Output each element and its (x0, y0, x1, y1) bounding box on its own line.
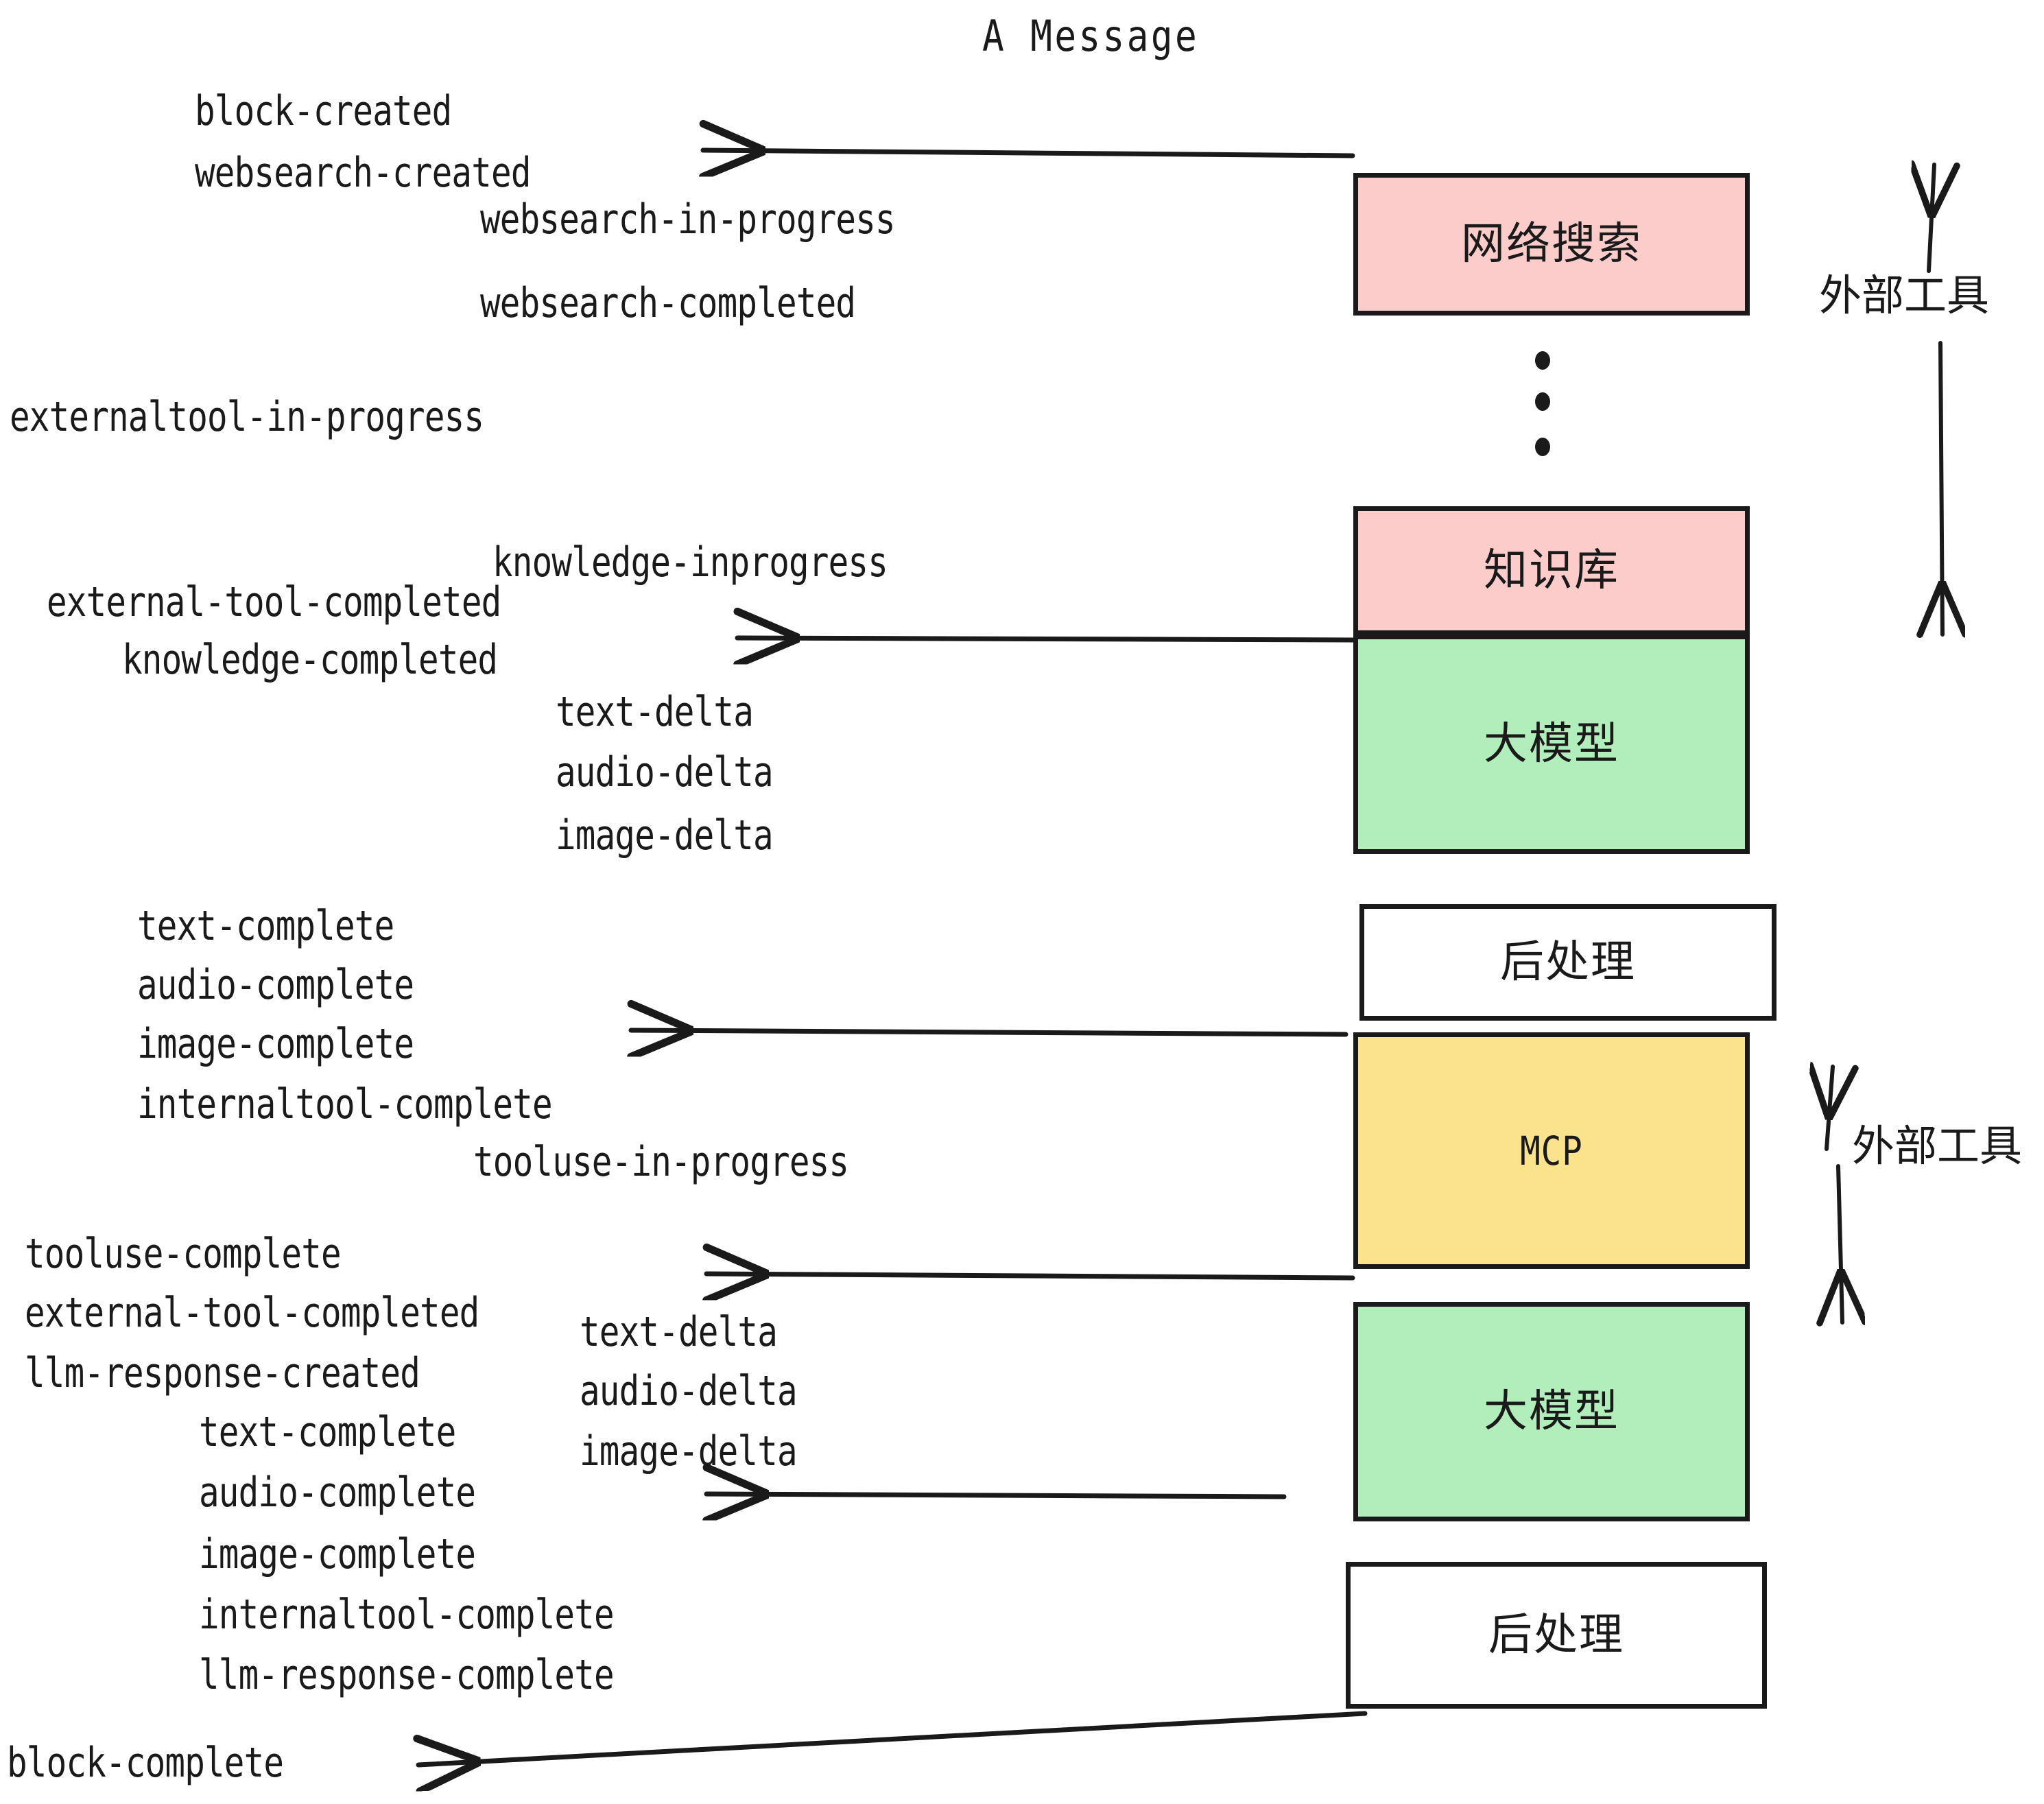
arrow-mcp-to-image-complete (631, 1030, 1348, 1034)
event-label-websearch-in-progress: websearch-in-progress (480, 195, 896, 244)
annotation-external-tool-bottom: 外部工具 (1852, 1121, 2023, 1171)
node-box-knowledge[interactable]: 知识库 (1353, 506, 1750, 635)
event-label-knowledge-completed: knowledge-completed (122, 636, 498, 684)
node-box-llm-1[interactable]: 大模型 (1353, 634, 1750, 854)
arrow-llm2-to-audio-complete (706, 1494, 1287, 1497)
node-label-postprocess-2: 后处理 (1488, 1610, 1624, 1661)
event-label-tooluse-in-progress: tooluse-in-progress (473, 1138, 849, 1186)
node-box-mcp[interactable]: MCP (1353, 1032, 1750, 1269)
event-label-block-complete: block-complete (7, 1739, 284, 1787)
event-label-block-created: block-created (195, 87, 452, 135)
event-label-tooluse-complete: tooluse-complete (25, 1230, 342, 1278)
ellipsis-dot-2 (1535, 392, 1550, 411)
event-label-audio-delta-1: audio-delta (556, 748, 774, 796)
node-box-llm-2[interactable]: 大模型 (1353, 1302, 1750, 1521)
node-label-websearch: 网络搜索 (1461, 219, 1642, 270)
event-label-text-delta-2: text-delta (580, 1308, 778, 1356)
ellipsis-dot-1 (1535, 351, 1550, 370)
event-label-image-complete-2: image-complete (199, 1530, 476, 1578)
page-title: A Message (982, 11, 1200, 61)
node-box-postprocess-1[interactable]: 后处理 (1359, 904, 1776, 1021)
arrow-llm2-to-tooluse-complete (706, 1274, 1355, 1278)
event-label-knowledge-inprogress: knowledge-inprogress (492, 538, 888, 586)
event-label-audio-complete-2: audio-complete (199, 1469, 476, 1517)
event-label-websearch-completed: websearch-completed (480, 279, 856, 327)
event-label-external-tool-completed-1: external-tool-completed (47, 578, 501, 626)
event-label-external-tool-completed-2: external-tool-completed (25, 1289, 479, 1337)
event-label-text-complete-2: text-complete (199, 1408, 456, 1456)
arrow-knowledge-to-knowledge-completed (737, 638, 1355, 640)
ellipsis-dot-3 (1535, 438, 1550, 456)
node-label-llm-1: 大模型 (1484, 719, 1619, 770)
node-label-knowledge: 知识库 (1484, 545, 1619, 596)
event-label-audio-delta-2: audio-delta (580, 1367, 798, 1415)
annotation-external-tool-top: 外部工具 (1819, 270, 1990, 320)
arrow-websearch-to-block-created (703, 150, 1355, 156)
arrow-external-tool-top-up (1929, 165, 1934, 273)
arrow-postprocess2-to-block-complete (418, 1711, 1368, 1765)
arrow-external-tool-top-down (1940, 341, 1942, 634)
event-label-llm-response-complete: llm-response-complete (199, 1651, 615, 1699)
node-box-websearch[interactable]: 网络搜索 (1353, 173, 1750, 316)
node-box-postprocess-2[interactable]: 后处理 (1346, 1562, 1767, 1709)
node-label-mcp: MCP (1520, 1127, 1583, 1174)
event-label-image-delta-2: image-delta (580, 1427, 798, 1475)
node-label-postprocess-1: 后处理 (1500, 937, 1636, 988)
event-label-internaltool-complete-2: internaltool-complete (199, 1591, 615, 1639)
event-label-internaltool-complete-1: internaltool-complete (137, 1080, 553, 1128)
event-label-llm-response-created: llm-response-created (25, 1349, 420, 1397)
event-label-websearch-created: websearch-created (195, 149, 531, 197)
event-label-image-delta-1: image-delta (556, 811, 774, 859)
event-label-externaltool-in-progress: externaltool-in-progress (10, 393, 484, 441)
arrow-external-tool-bottom-down (1838, 1164, 1842, 1322)
arrow-external-tool-bottom-up (1827, 1067, 1833, 1151)
event-label-audio-complete-1: audio-complete (137, 961, 414, 1009)
node-label-llm-2: 大模型 (1484, 1386, 1619, 1437)
event-label-image-complete-1: image-complete (137, 1020, 414, 1068)
event-label-text-complete-1: text-complete (137, 902, 394, 950)
event-label-text-delta-1: text-delta (556, 688, 754, 736)
